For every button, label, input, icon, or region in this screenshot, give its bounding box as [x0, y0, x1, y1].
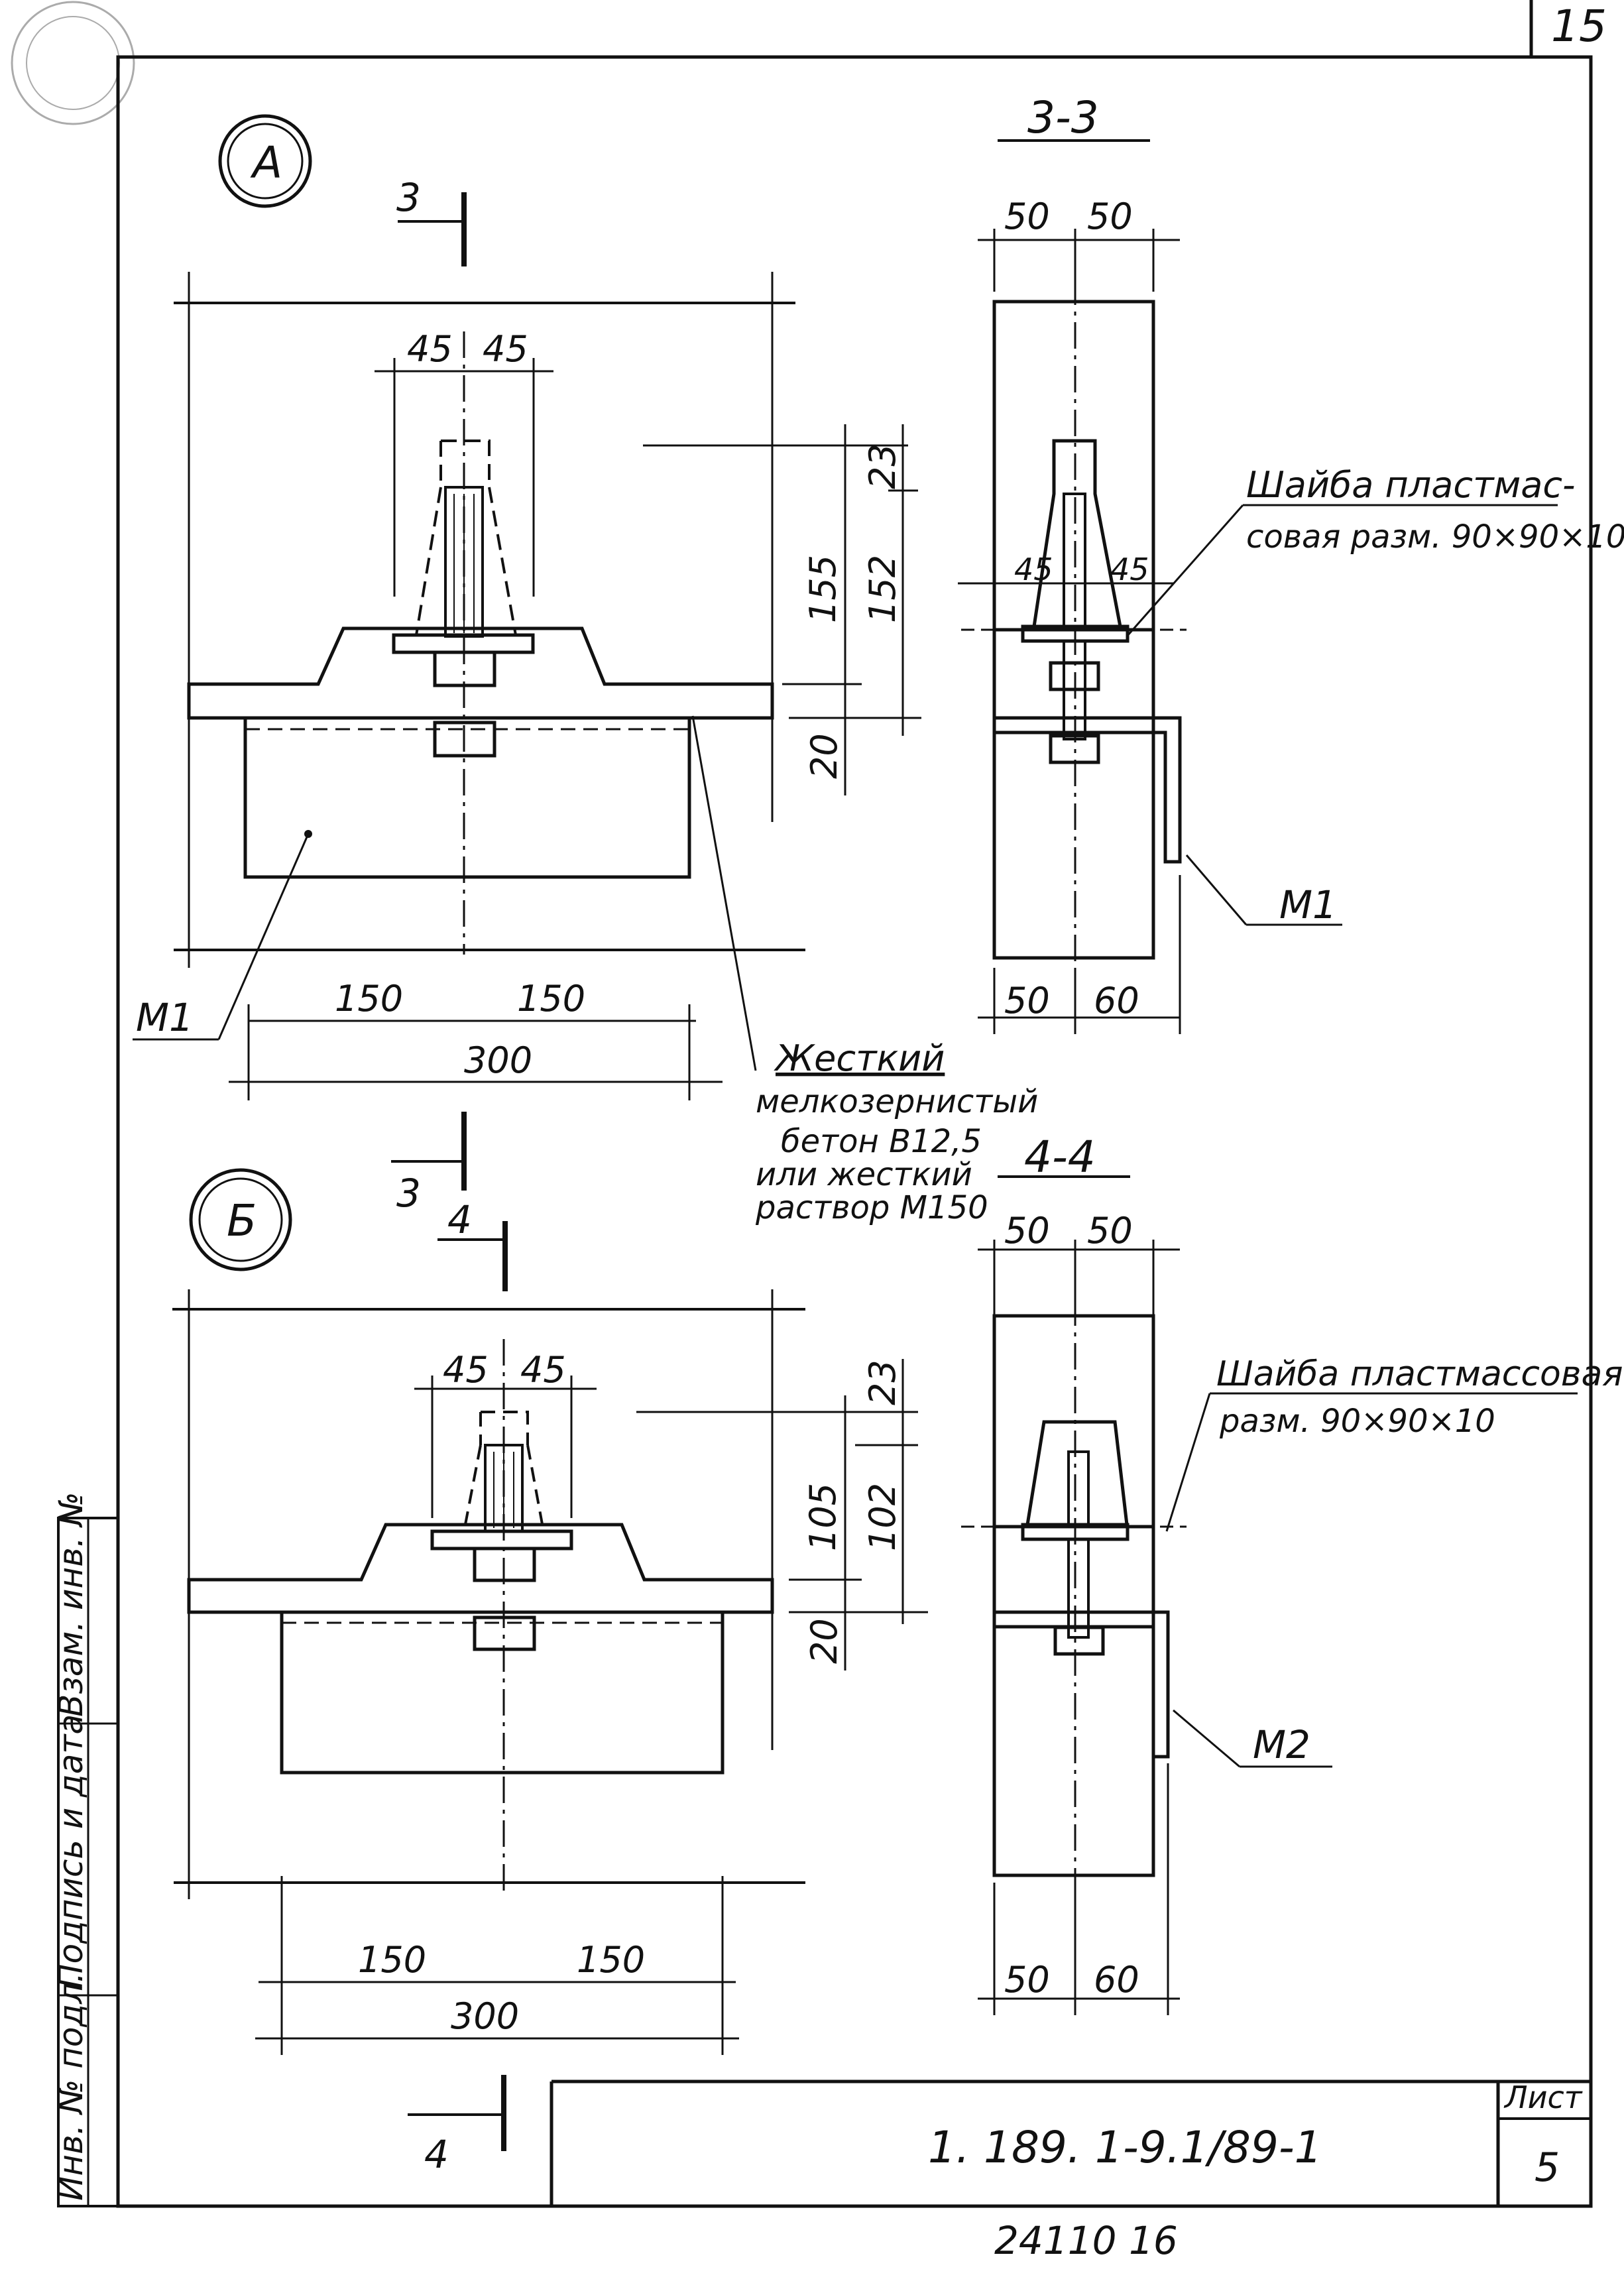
stamp-inv-podl: Инв. № подл.	[52, 1972, 90, 2201]
a-dim-150-left: 150	[335, 978, 403, 1020]
seal-stamp	[11, 1, 135, 125]
concrete-note-line3: бетон В12,5	[781, 1123, 982, 1160]
b-dim-20: 20	[803, 1618, 845, 1664]
a-dim-150-right: 150	[517, 978, 585, 1020]
side-stamp: Инв. № подл. Подпись и дата Взам. инв. №	[52, 1492, 90, 2201]
a-dim-152: 152	[862, 555, 903, 623]
sheet-label: Лист	[1503, 2080, 1583, 2115]
a-dim-20: 20	[803, 733, 845, 779]
b-dim-45-left: 45	[443, 1349, 489, 1391]
b-dim-150-left: 150	[358, 1939, 426, 1981]
a-dim-45-left: 45	[407, 328, 453, 370]
s33-dim-top-right: 50	[1087, 196, 1133, 237]
s44-part-label-m2: М2	[1253, 1722, 1310, 1767]
s33-washer-line2: совая разм. 90×90×10	[1246, 518, 1624, 556]
b-dim-45-right: 45	[520, 1349, 566, 1391]
cut-3-top-label: 3	[396, 175, 421, 220]
s44-dim-top-left: 50	[1004, 1210, 1050, 1252]
concrete-note: Жесткий мелкозернистый бетон В12,5 или ж…	[755, 1037, 1038, 1226]
stamp-podpis: Подпись и дата	[52, 1714, 90, 1989]
cut-4-top-label: 4	[447, 1197, 472, 1242]
sheet-number: 5	[1535, 2144, 1560, 2191]
b-dim-105: 105	[802, 1483, 844, 1551]
detail-a: А 3 3 45 45	[133, 114, 921, 1216]
s33-dim-45-right: 45	[1110, 552, 1149, 587]
detail-a-marker: А	[250, 137, 282, 188]
b-dim-150-right: 150	[577, 1939, 645, 1981]
section-3-3: 3-3 50 50 45 45 50 60	[958, 92, 1624, 1034]
s44-dim-top-right: 50	[1087, 1210, 1133, 1252]
section-44-title: 4-4	[1024, 1132, 1096, 1183]
s33-dim-bottom-right: 60	[1094, 980, 1139, 1022]
concrete-note-line2: мелкозернистый	[756, 1083, 1038, 1120]
a-dim-23: 23	[862, 443, 903, 489]
b-dim-23: 23	[862, 1360, 903, 1405]
s44-washer-line1: Шайба пластмассовая	[1216, 1354, 1623, 1394]
detail-b: 4-4 Б 4 4 45 45	[172, 1132, 1130, 2177]
a-part-label-m1: М1	[136, 995, 194, 1040]
b-dim-300: 300	[451, 1995, 519, 2037]
stamp-vzam: Взам. инв. №	[52, 1492, 90, 1717]
b-dim-102: 102	[862, 1483, 903, 1551]
s44-dim-bottom-left: 50	[1004, 1959, 1050, 2001]
page-number: 15	[1551, 1, 1607, 52]
a-dim-300: 300	[464, 1039, 532, 1081]
s33-washer-line1: Шайба пластмас-	[1246, 464, 1576, 506]
s33-dim-bottom-left: 50	[1004, 980, 1050, 1022]
s44-washer-line2: разм. 90×90×10	[1219, 1403, 1495, 1440]
section-4-4: 50 50 50 60 Шайба пластмассовая разм. 90…	[961, 1210, 1623, 2015]
a-dim-45-right: 45	[483, 328, 528, 370]
s44-dim-bottom-right: 60	[1094, 1959, 1139, 2001]
section-33-title: 3-3	[1027, 92, 1099, 143]
s33-dim-top-left: 50	[1004, 196, 1050, 237]
concrete-note-line5: раствор М150	[755, 1189, 988, 1226]
concrete-note-line1: Жесткий	[774, 1037, 945, 1079]
concrete-note-line4: или жесткий	[756, 1156, 972, 1193]
archive-number: 24110 16	[994, 2218, 1178, 2263]
cut-4-bottom-label: 4	[424, 2132, 449, 2177]
detail-b-marker: Б	[227, 1195, 257, 1246]
s33-dim-45-left: 45	[1014, 552, 1053, 587]
s33-part-label-m1: М1	[1279, 882, 1337, 927]
cut-3-bottom-label: 3	[396, 1171, 421, 1216]
a-dim-155: 155	[802, 555, 844, 623]
drawing-code: 1. 189. 1-9.1/89-1	[928, 2122, 1322, 2173]
sheet-frame	[57, 0, 1593, 2208]
